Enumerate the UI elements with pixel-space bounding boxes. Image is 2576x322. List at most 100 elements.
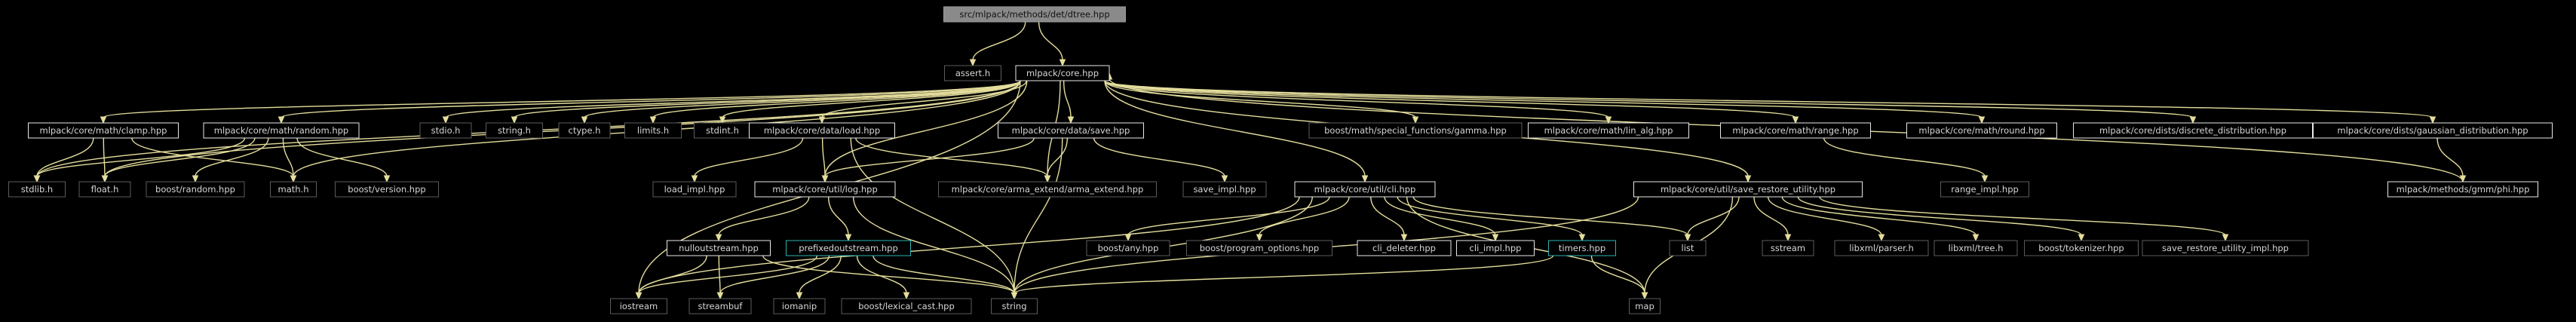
node-gaussian[interactable]: mlpack/core/dists/gaussian_distribution.… xyxy=(2313,122,2553,139)
edge-line xyxy=(195,137,269,177)
edge-line xyxy=(1104,80,1796,118)
node-label: src/mlpack/methods/det/dtree.hpp xyxy=(959,9,1109,20)
node-lexicalcast: boost/lexical_cast.hpp xyxy=(841,298,972,314)
node-box xyxy=(749,122,895,139)
edge-arrowhead xyxy=(33,175,41,183)
node-label: string xyxy=(1001,301,1026,311)
edge-arrowhead xyxy=(1978,116,1986,124)
node-prefixed[interactable]: prefixedoutstream.hpp xyxy=(786,240,911,256)
edge-sru-to-sstream xyxy=(1753,196,1792,242)
edge-line xyxy=(36,137,94,177)
node-box xyxy=(998,122,1144,139)
node-label: libxml/tree.h xyxy=(1949,243,2004,253)
edge-line xyxy=(722,80,1021,118)
edge-line xyxy=(694,137,804,177)
edge-line xyxy=(1104,80,2433,118)
node-box xyxy=(786,240,911,256)
node-label: mlpack/core/dists/discrete_distribution.… xyxy=(2099,125,2286,136)
node-box xyxy=(203,122,360,139)
node-boostrandom: boost/random.hpp xyxy=(146,181,245,198)
node-random[interactable]: mlpack/core/math/random.hpp xyxy=(203,122,360,139)
node-discrete[interactable]: mlpack/core/dists/discrete_distribution.… xyxy=(2073,122,2313,139)
node-box xyxy=(1357,240,1452,256)
edge-arrowhead xyxy=(383,175,391,183)
edge-line xyxy=(855,137,1048,177)
node-label: boost/program_options.hpp xyxy=(1200,243,1319,253)
node-label: boost/random.hpp xyxy=(155,184,235,195)
node-log[interactable]: mlpack/core/util/log.hpp xyxy=(754,181,896,198)
node-label: boost/math/special_functions/gamma.hpp xyxy=(1324,125,1507,136)
node-streambuf: streambuf xyxy=(688,298,752,314)
edge-arrowhead xyxy=(1784,234,1792,242)
edge-core-to-round xyxy=(1104,80,1986,124)
edge-arrowhead xyxy=(1044,175,1051,183)
edge-line xyxy=(718,196,810,236)
edge-arrowhead xyxy=(716,292,724,300)
edge-random-to-boostversion xyxy=(296,137,391,183)
node-cliimpl[interactable]: cli_impl.hpp xyxy=(1456,240,1535,256)
node-loadimpl: load_impl.hpp xyxy=(652,181,737,198)
dependency-edges xyxy=(33,21,2467,300)
edge-core-to-stdint xyxy=(719,80,1021,124)
edge-line xyxy=(1127,196,1330,236)
node-box xyxy=(1669,240,1707,256)
edge-arrowhead xyxy=(818,116,826,124)
edge-core-to-random xyxy=(278,80,1021,124)
node-clamp[interactable]: mlpack/core/math/clamp.hpp xyxy=(28,122,179,139)
node-core[interactable]: mlpack/core.hpp xyxy=(1015,65,1110,81)
node-label: save_restore_utility_impl.hpp xyxy=(2162,243,2289,253)
node-label: boost/tokenizer.hpp xyxy=(2038,243,2124,253)
edge-line xyxy=(282,137,294,177)
node-box xyxy=(1940,181,2029,198)
node-range[interactable]: mlpack/core/math/range.hpp xyxy=(1720,122,1871,139)
edge-line xyxy=(638,255,817,294)
edge-arrowhead xyxy=(511,116,518,124)
edge-line xyxy=(1104,80,1983,118)
node-load[interactable]: mlpack/core/data/load.hpp xyxy=(749,122,895,139)
edge-arrowhead xyxy=(1221,175,1228,183)
edge-arrowhead xyxy=(581,116,588,124)
edge-line xyxy=(824,137,1035,177)
node-linalg[interactable]: mlpack/core/math/lin_alg.hpp xyxy=(1528,122,1689,139)
node-box xyxy=(2313,122,2553,139)
edge-line xyxy=(2436,137,2464,177)
node-timers[interactable]: timers.hpp xyxy=(1548,240,1616,256)
node-cli[interactable]: mlpack/core/util/cli.hpp xyxy=(1294,181,1436,198)
node-label: mlpack/core/dists/gaussian_distribution.… xyxy=(2337,125,2528,136)
node-nullout[interactable]: nulloutstream.hpp xyxy=(667,240,771,256)
node-ctype: ctype.h xyxy=(558,122,611,139)
edge-arrowhead xyxy=(1124,234,1132,242)
node-box xyxy=(2073,122,2313,139)
node-label: string.h xyxy=(498,125,531,136)
edge-load-to-armaextend xyxy=(855,137,1051,183)
edge-arrowhead xyxy=(2429,116,2436,124)
node-label: stdlib.h xyxy=(21,184,53,195)
edge-arrowhead xyxy=(100,116,107,124)
node-label: mlpack/core/arma_extend/arma_extend.hpp xyxy=(952,184,1144,195)
edge-save-to-armaextend xyxy=(1044,137,1069,183)
edge-cli-to-clideleter xyxy=(1370,196,1408,242)
edge-arrowhead xyxy=(192,175,199,183)
node-sru[interactable]: mlpack/core/util/save_restore_utility.hp… xyxy=(1633,181,1863,198)
node-label: prefixedoutstream.hpp xyxy=(799,243,898,253)
edge-log-to-prefixed xyxy=(827,196,852,242)
node-clideleter[interactable]: cli_deleter.hpp xyxy=(1357,240,1452,256)
node-label: libxml/parser.h xyxy=(1849,243,1914,253)
node-round[interactable]: mlpack/core/math/round.hpp xyxy=(1906,122,2057,139)
node-box xyxy=(558,122,611,139)
node-label: assert.h xyxy=(955,68,990,78)
node-label: save_impl.hpp xyxy=(1193,184,1256,195)
edge-prefixed-to-streambuf xyxy=(716,255,830,300)
edge-line xyxy=(719,255,830,294)
edge-line xyxy=(1397,196,1583,236)
edge-arrowhead xyxy=(649,116,657,124)
node-label: limits.h xyxy=(637,125,669,136)
edge-arrowhead xyxy=(1684,234,1691,242)
node-label: boost/any.hpp xyxy=(1098,243,1159,253)
node-save[interactable]: mlpack/core/data/save.hpp xyxy=(998,122,1144,139)
node-phi[interactable]: mlpack/methods/gmm/phi.hpp xyxy=(2387,181,2538,198)
node-box xyxy=(991,298,1038,314)
node-label: mlpack/core/util/cli.hpp xyxy=(1314,184,1416,195)
edge-line xyxy=(872,255,1015,294)
node-label: stdio.h xyxy=(431,125,461,136)
